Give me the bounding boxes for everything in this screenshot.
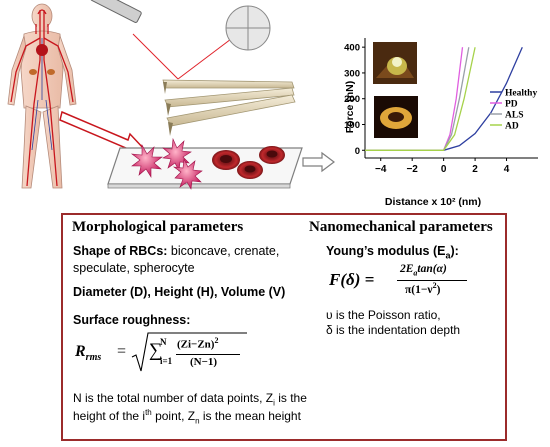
shape-values: speculate, spherocyte bbox=[73, 261, 195, 275]
shape-line: Shape of RBCs: biconcave, crenate, bbox=[73, 244, 280, 258]
laser-beam bbox=[132, 32, 240, 80]
x-tick-label: −2 bbox=[406, 164, 418, 175]
x-tick-label: 0 bbox=[441, 164, 447, 175]
force-distance-chart: −4 −2 0 2 4 0 100 200 300 400 Force (nN) Distance… bbox=[344, 38, 538, 208]
poisson-note: υ is the Poisson ratio, bbox=[326, 308, 441, 322]
cantilever-icon bbox=[162, 79, 296, 136]
nanomechanical-title: Nanomechanical parameters bbox=[309, 219, 493, 235]
y-tick-label: 400 bbox=[344, 43, 360, 54]
human-body-icon bbox=[7, 3, 77, 189]
sqrt-sign bbox=[131, 332, 247, 372]
y-axis-label: Force (nN) bbox=[344, 81, 356, 134]
youngs-modulus-label: Young’s modulus (Ea): bbox=[326, 244, 459, 261]
series-line-ad bbox=[365, 47, 476, 151]
x-tick-label: −4 bbox=[375, 164, 387, 175]
afm-illustration bbox=[7, 0, 335, 190]
arrow-right-icon bbox=[302, 151, 335, 173]
n-definition-line-2: height of the ith point, Zn is the mean … bbox=[73, 408, 301, 426]
legend-label: PD bbox=[505, 100, 518, 110]
y-tick-label: 100 bbox=[344, 120, 360, 131]
x-axis-label: Distance x 10² (nm) bbox=[385, 196, 481, 208]
y-tick-label: 0 bbox=[355, 146, 360, 157]
dimensions-label: Diameter (D), Height (H), Volume (V) bbox=[73, 285, 286, 299]
afm-inset-biconcave bbox=[374, 96, 418, 138]
rbc-icon bbox=[212, 146, 285, 179]
photodetector-icon bbox=[225, 5, 271, 51]
legend-label: ALS bbox=[505, 111, 523, 121]
y-tick-label: 300 bbox=[344, 68, 360, 79]
afm-inset-spiculated bbox=[373, 42, 417, 84]
legend-label: Healthy bbox=[505, 89, 537, 99]
parameters-panel: Morphological parameters Nanomechanical … bbox=[61, 213, 507, 441]
surface-roughness-label: Surface roughness: bbox=[73, 313, 191, 327]
morphological-title: Morphological parameters bbox=[72, 219, 244, 235]
crenated-cells-icon bbox=[130, 137, 203, 190]
n-definition-line-1: N is the total number of data points, Zi… bbox=[73, 391, 307, 408]
y-tick-label: 200 bbox=[344, 94, 360, 105]
laser-source-icon bbox=[90, 0, 142, 23]
x-tick-label: 2 bbox=[472, 164, 478, 175]
indentation-note: δ is the indentation depth bbox=[326, 323, 461, 337]
legend-label: AD bbox=[505, 122, 519, 132]
x-tick-label: 4 bbox=[504, 164, 510, 175]
